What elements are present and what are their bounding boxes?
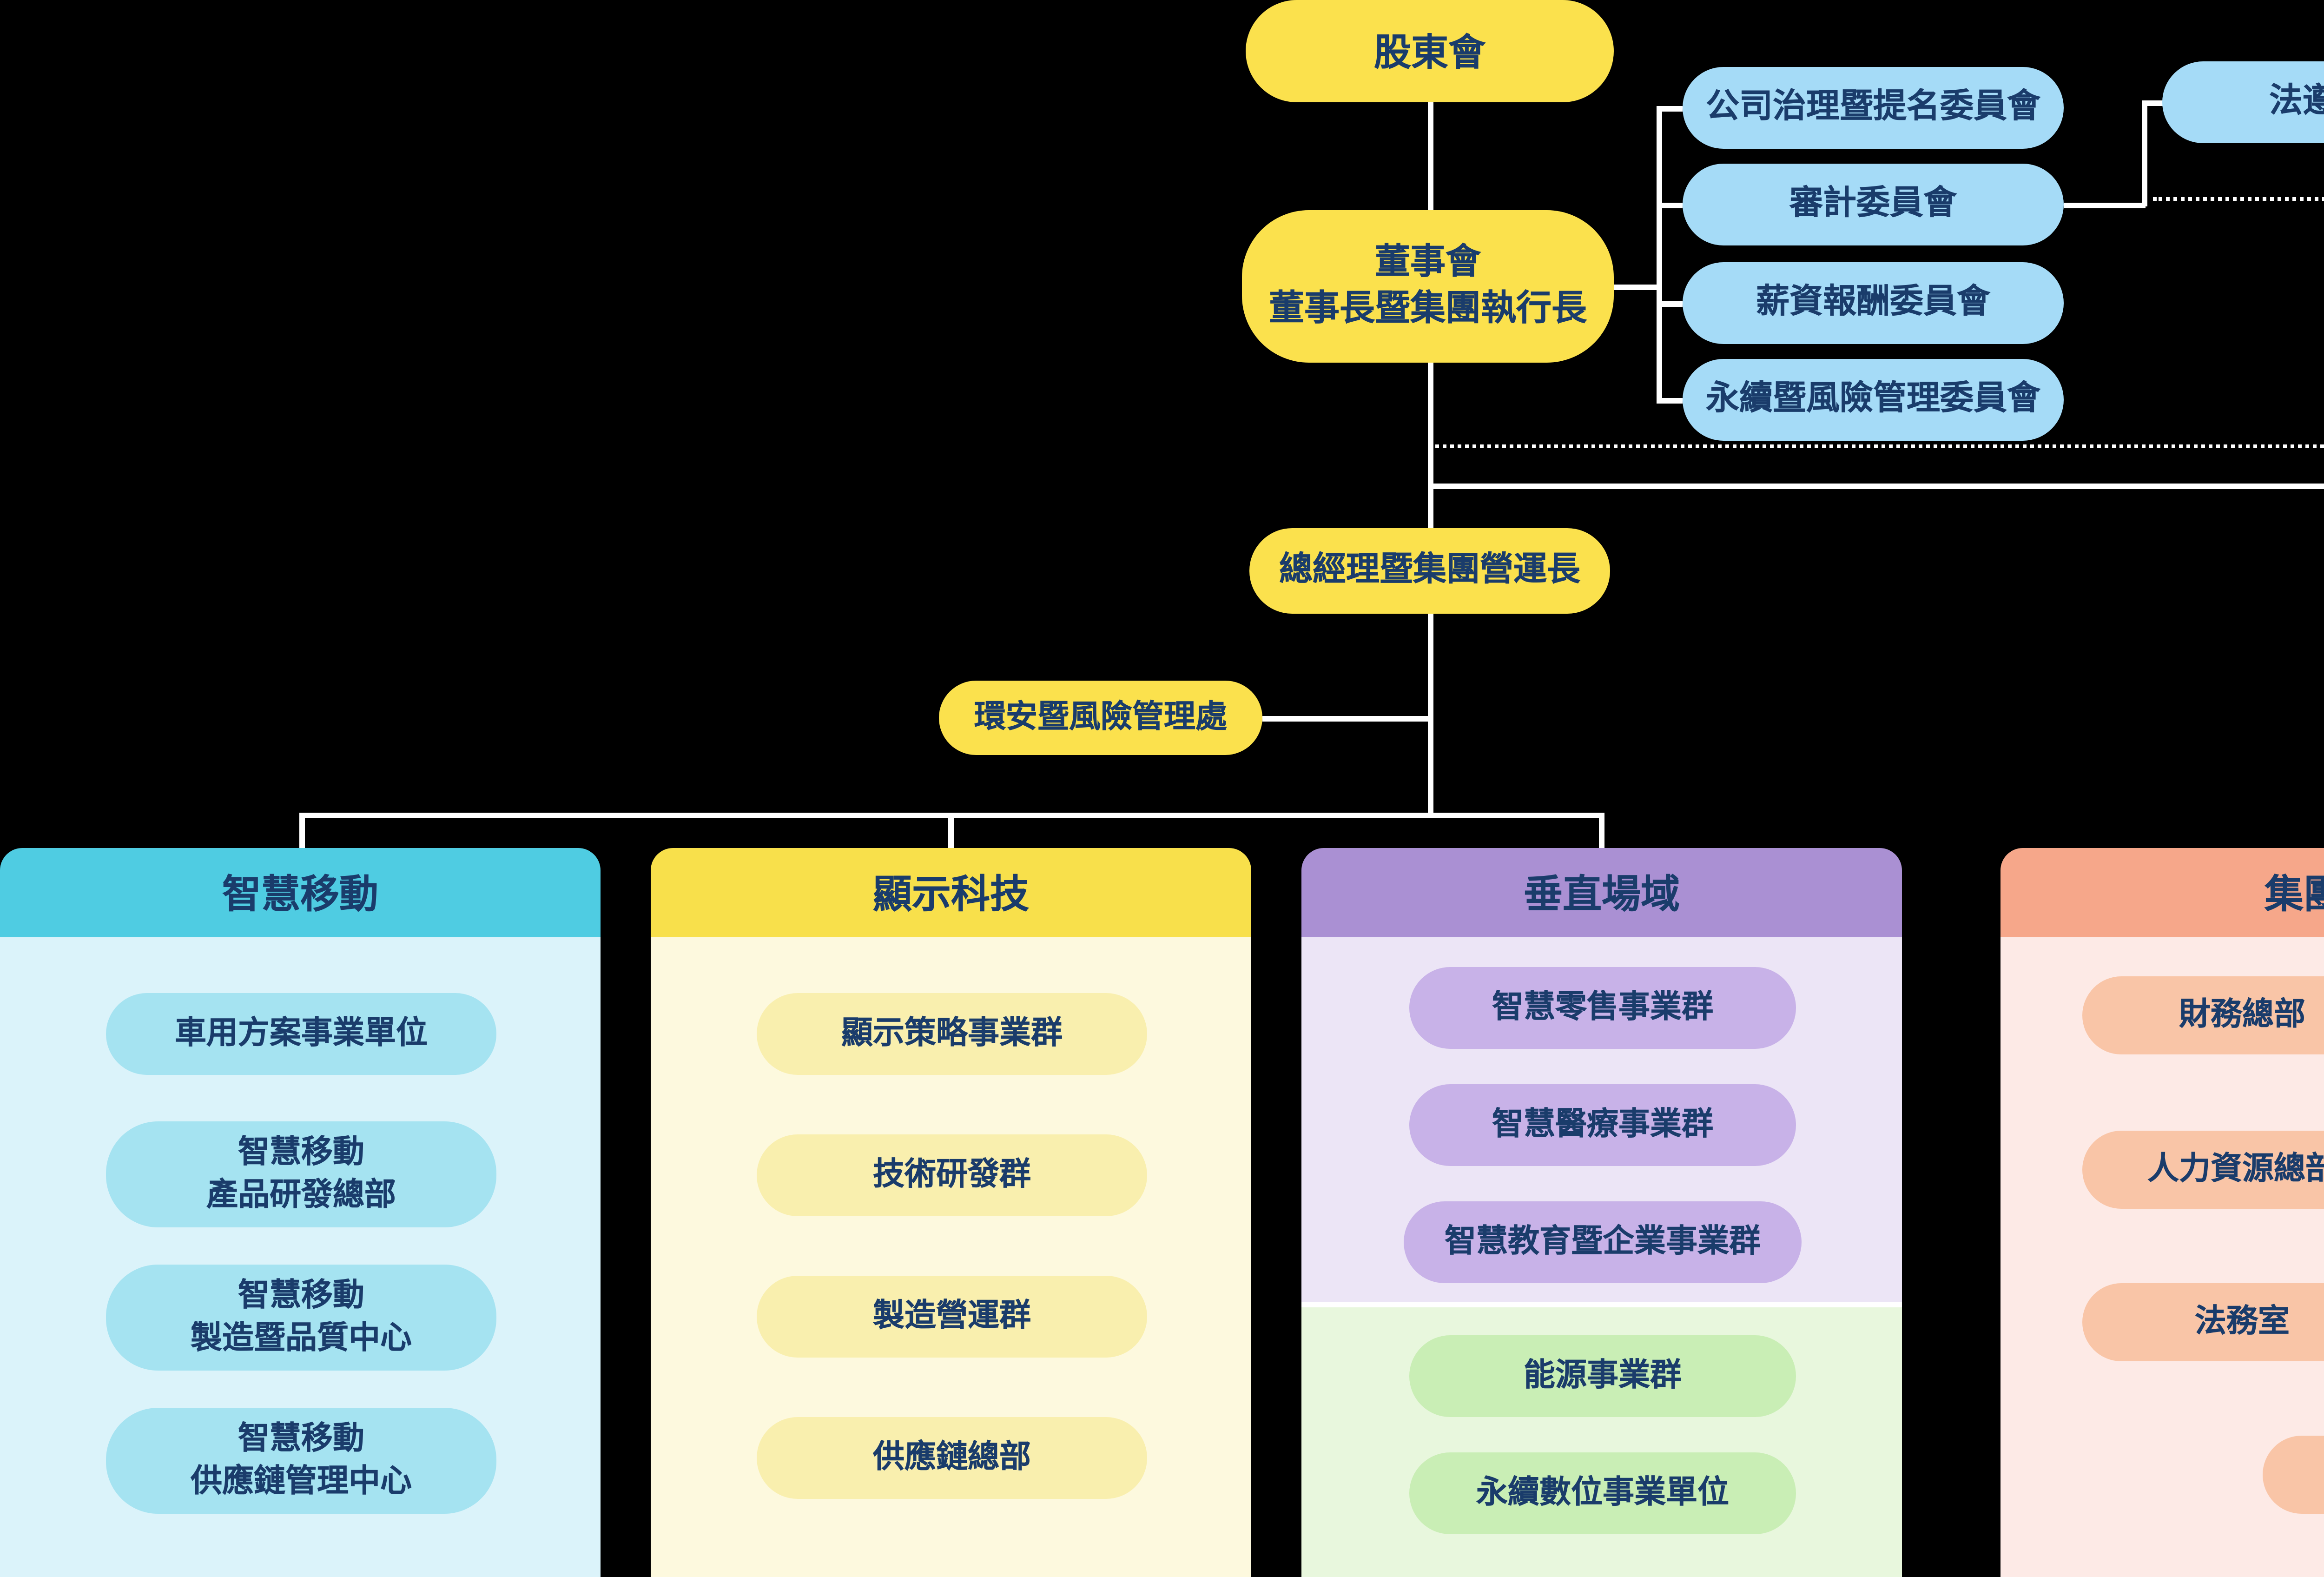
- connector-line: [1428, 614, 1433, 813]
- node-committee-corporate-governance-nomination: 公司治理暨提名委員會: [1683, 67, 2064, 149]
- node-president-group-coo: 總經理暨集團營運長: [1249, 528, 1610, 614]
- connector-line: [299, 813, 304, 848]
- node-committee-audit: 審計委員會: [1683, 164, 2064, 245]
- unit-smart-retail-group: 智慧零售事業群: [1409, 967, 1796, 1049]
- unit-mobility-mfg-quality-center: 智慧移動 製造暨品質中心: [106, 1265, 496, 1371]
- connector-line: [948, 813, 953, 848]
- unit-human-resources-hq: 人力資源總部: [2082, 1131, 2324, 1209]
- group-body-display-technology: 顯示策略事業群 技術研發群 製造營運群 供應鏈總部: [651, 937, 1251, 1577]
- connector-line: [2142, 100, 2164, 105]
- unit-audit-management-office: 稽核管理處: [2263, 1436, 2324, 1514]
- connector-line: [1262, 716, 1430, 721]
- unit-energy-business-group: 能源事業群: [1409, 1335, 1796, 1417]
- connector-line: [1428, 102, 1433, 210]
- unit-mobility-product-rd-hq: 智慧移動 產品研發總部: [106, 1121, 496, 1227]
- unit-smart-education-enterprise-group: 智慧教育暨企業事業群: [1404, 1201, 1802, 1283]
- connector-line: [1428, 484, 2324, 488]
- node-ehs-risk-management-office: 環安暨風險管理處: [939, 681, 1262, 755]
- unit-display-strategy-group: 顯示策略事業群: [757, 993, 1147, 1075]
- connector-line: [1614, 285, 1658, 289]
- connector-dotted-line: [1430, 444, 2324, 448]
- group-panel-display-technology: 顯示科技 顯示策略事業群 技術研發群 製造營運群 供應鏈總部: [651, 848, 1251, 1577]
- group-header-display-technology: 顯示科技: [651, 848, 1251, 937]
- group-body-operations-support: 財務總部 數位技術發展總部 人力資源總部 永續發展總部 法務室 策略投資管理中心…: [2000, 937, 2324, 1577]
- unit-legal-office: 法務室: [2082, 1283, 2324, 1361]
- connector-line: [1657, 106, 1683, 111]
- node-committee-sustainability-risk: 永續暨風險管理委員會: [1683, 359, 2064, 441]
- unit-supply-chain-hq: 供應鏈總部: [757, 1417, 1147, 1499]
- connector-line: [1657, 301, 1683, 306]
- group-body-energy: 能源事業群 永續數位事業單位: [1301, 1307, 1902, 1577]
- group-body-smart-mobility: 車用方案事業單位 智慧移動 產品研發總部 智慧移動 製造暨品質中心 智慧移動 供…: [0, 937, 601, 1577]
- unit-automotive-solutions: 車用方案事業單位: [106, 993, 496, 1075]
- connector-line: [1599, 813, 1604, 848]
- unit-sustainable-digital-unit: 永續數位事業單位: [1409, 1452, 1796, 1534]
- node-committee-compensation: 薪資報酬委員會: [1683, 262, 2064, 344]
- unit-mobility-supply-chain-center: 智慧移動 供應鏈管理中心: [106, 1408, 496, 1514]
- group-header-operations-support: 集團營運支援單位: [2000, 848, 2324, 937]
- group-panel-smart-mobility: 智慧移動 車用方案事業單位 智慧移動 產品研發總部 智慧移動 製造暨品質中心 智…: [0, 848, 601, 1577]
- connector-line: [1657, 106, 1661, 402]
- connector-line: [2064, 203, 2146, 207]
- unit-finance-hq: 財務總部: [2082, 976, 2324, 1054]
- group-header-smart-mobility: 智慧移動: [0, 848, 601, 937]
- node-board-of-directors: 董事會 董事長暨集團執行長: [1242, 210, 1614, 363]
- connector-line: [1657, 203, 1683, 207]
- node-shareholders-meeting: 股東會: [1246, 0, 1614, 102]
- connector-line: [1657, 398, 1683, 403]
- group-panel-operations-support: 集團營運支援單位 財務總部 數位技術發展總部 人力資源總部 永續發展總部 法務室…: [2000, 848, 2324, 1577]
- group-panel-vertical-domains: 垂直場域 智慧零售事業群 智慧醫療事業群 智慧教育暨企業事業群 能源事業群 永續…: [1301, 848, 1902, 1577]
- connector-line: [2142, 100, 2146, 206]
- connector-dotted-line: [2153, 197, 2324, 201]
- node-chief-compliance-counsel: 法遵總顧問: [2162, 61, 2324, 143]
- group-header-vertical-domains: 垂直場域: [1301, 848, 1902, 937]
- unit-smart-medical-group: 智慧醫療事業群: [1409, 1084, 1796, 1166]
- section-divider: [1301, 1302, 1902, 1307]
- group-body-vertical-domains: 智慧零售事業群 智慧醫療事業群 智慧教育暨企業事業群: [1301, 937, 1902, 1302]
- unit-manufacturing-operations-group: 製造營運群: [757, 1276, 1147, 1358]
- unit-technology-rd-group: 技術研發群: [757, 1134, 1147, 1216]
